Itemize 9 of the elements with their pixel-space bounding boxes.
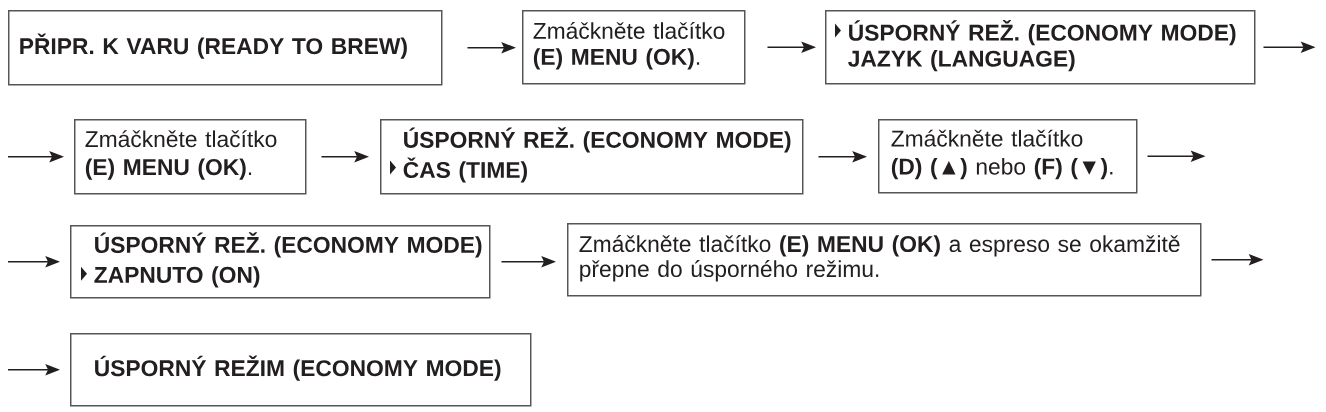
display-box: ÚSPORNÝ REŽ. (ECONOMY MODE) JAZYK (LANGUAGE) xyxy=(825,10,1256,85)
display-box: ÚSPORNÝ REŽIM (ECONOMY MODE) xyxy=(70,333,532,407)
instruction-box: Zmáčkněte tlačítko (D) (▲) nebo (F) (▼). xyxy=(878,119,1138,194)
instruction-box: Zmáčkněte tlačítko (E) MENU (OK). xyxy=(74,119,307,195)
display-box: ÚSPORNÝ REŽ. (ECONOMY MODE) ZAPNUTO (ON) xyxy=(70,225,491,299)
display-box: PŘIPR. K VARU (READY TO BREW) xyxy=(8,10,443,86)
instruction-box: Zmáčkněte tlačítko (E) MENU (OK). xyxy=(522,10,746,85)
display-box: ÚSPORNÝ REŽ. (ECONOMY MODE) ČAS (TIME) xyxy=(380,119,804,195)
instruction-box: Zmáčkněte tlačítko (E) MENU (OK) a espreso se okamžitě přepne do úsporného režimu. xyxy=(567,223,1202,297)
